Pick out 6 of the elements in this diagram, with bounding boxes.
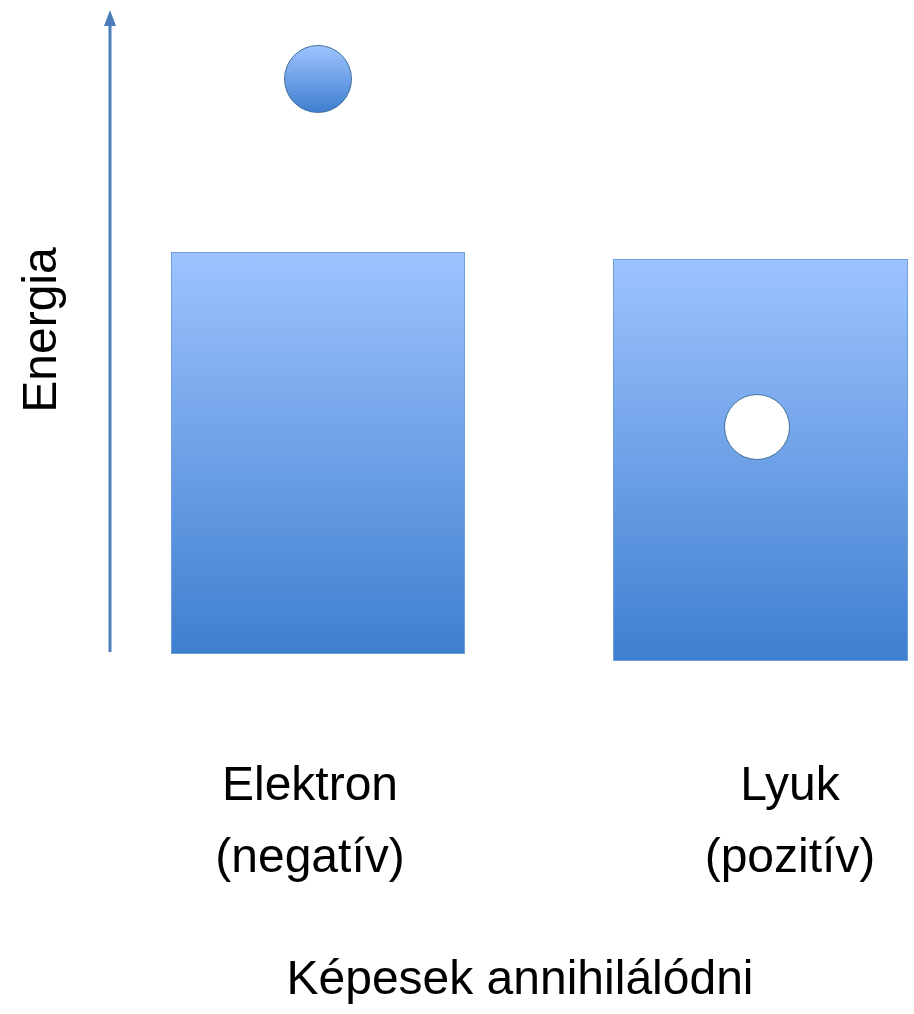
valence-band-block [613,259,908,661]
particle-label: Elektron (negatív) [214,756,406,884]
caption-text: Képesek annihilálódni [285,950,755,1006]
particle-label: Lyuk (pozitív) [703,756,877,884]
valence-band-block [171,252,465,654]
axis-label: Energia [12,246,67,415]
